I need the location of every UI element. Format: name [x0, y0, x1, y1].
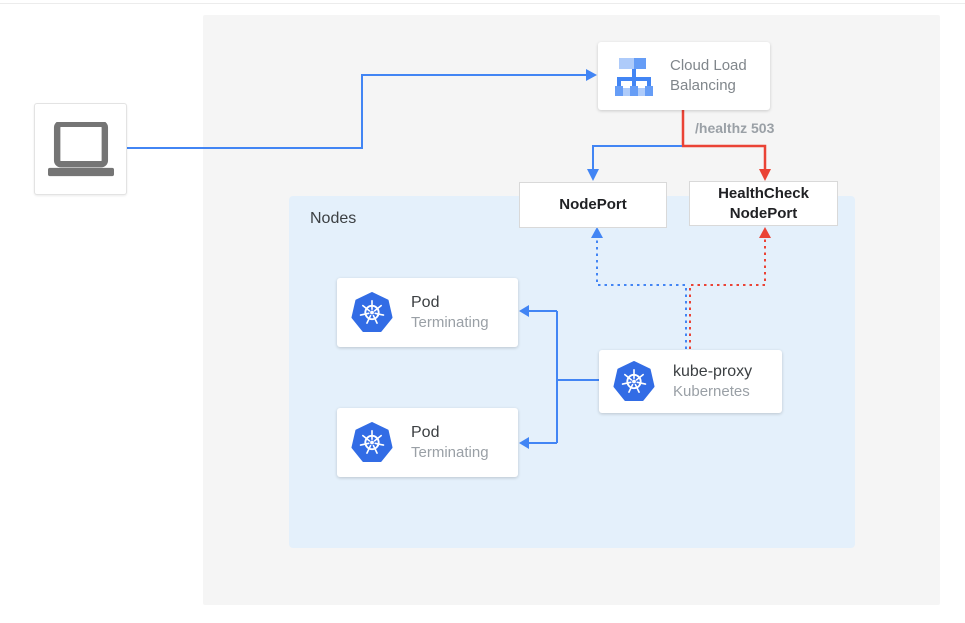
healthz-status-label: /healthz 503	[695, 120, 775, 136]
pod-card-2[interactable]: Pod Terminating	[337, 408, 518, 477]
pod-title: Pod	[411, 424, 440, 441]
nodeport-box[interactable]: NodePort	[519, 182, 667, 228]
pod-card-1[interactable]: Pod Terminating	[337, 278, 518, 347]
kubernetes-icon	[351, 422, 393, 464]
pod-title: Pod	[411, 294, 440, 311]
top-divider	[0, 3, 965, 4]
pod-status: Terminating	[411, 314, 489, 331]
pod-status: Terminating	[411, 444, 489, 461]
kube-proxy-subtitle: Kubernetes	[673, 383, 750, 400]
healthcheck-nodeport-box[interactable]: HealthCheck NodePort	[689, 181, 838, 226]
kubernetes-icon	[613, 361, 655, 403]
cloud-load-balancing-card[interactable]: Cloud Load Balancing	[598, 42, 770, 110]
kube-proxy-title: kube-proxy	[673, 363, 753, 380]
client-device-card[interactable]	[34, 103, 127, 195]
nodes-group-label: Nodes	[310, 210, 357, 227]
laptop-icon	[47, 121, 114, 176]
healthcheck-nodeport-label: HealthCheck NodePort	[718, 185, 809, 222]
cloud-load-balancing-icon	[615, 58, 653, 96]
kube-proxy-card[interactable]: kube-proxy Kubernetes	[599, 350, 782, 413]
kubernetes-icon	[351, 292, 393, 334]
nodeport-label: NodePort	[559, 196, 627, 214]
cloud-load-balancing-label: Cloud Load Balancing	[670, 56, 747, 94]
